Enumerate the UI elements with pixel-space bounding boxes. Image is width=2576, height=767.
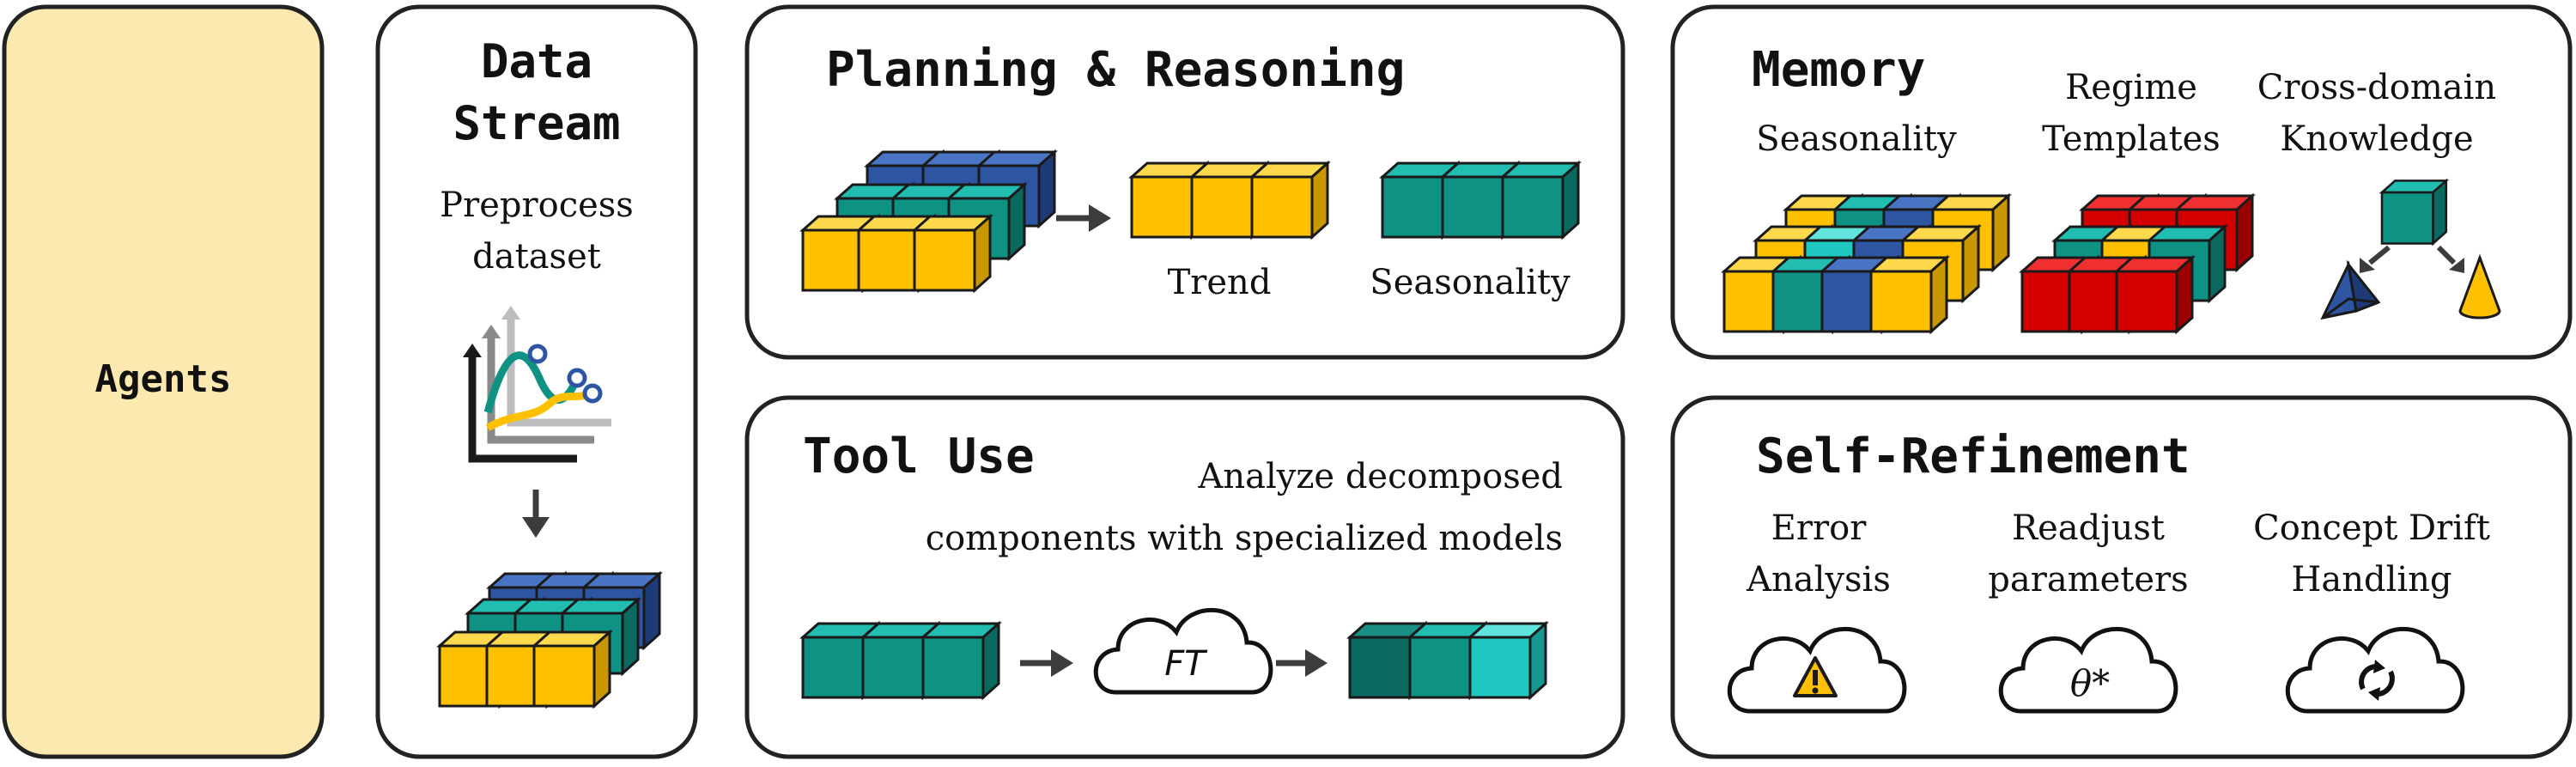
memory-title: Memory [1752,42,1925,98]
right-arrow-icon [1276,649,1327,677]
memory-item-crossdomain-line1: Cross-domain [2257,68,2496,107]
trend-label: Trend [1168,263,1272,302]
ft-label: FT [1164,644,1208,684]
warning-icon [1793,656,1838,697]
memory-item-crossdomain-line2: Knowledge [2280,119,2473,159]
planning-panel: Planning & Reasoning Trend Se [744,4,1625,360]
data-stream-title-line2: Stream [453,96,620,150]
tool-use-title: Tool Use [803,429,1035,484]
memory-item-regime-line1: Regime [2065,68,2197,107]
concept-drift-line2: Handling [2291,560,2451,600]
down-arrow-icon [522,490,550,538]
readjust-parameters-line2: parameters [1988,560,2188,600]
time-series-chart-icon [463,306,611,463]
planning-title: Planning & Reasoning [826,42,1405,98]
trend-cubes-icon [1130,161,1329,239]
seasonality-cubes-icon [1381,161,1580,239]
self-refinement-panel: Self-Refinement Error Analysis Readjust … [1670,395,2573,759]
data-stream-desc-line2: dataset [472,237,601,277]
memory-item-regime-line2: Templates [2042,119,2221,159]
right-arrow-icon [1020,649,1073,677]
error-analysis-line1: Error [1771,508,1868,548]
data-stream-title-line1: Data [481,34,592,88]
concept-drift-line1: Concept Drift [2253,508,2490,548]
tool-use-panel: Tool Use Analyze decomposed components w… [744,395,1625,759]
readjust-parameters-line1: Readjust [2012,508,2165,548]
theta-cloud-icon: θ* [2001,629,2176,711]
right-arrow-icon [1056,204,1111,232]
seasonality-label: Seasonality [1370,263,1571,302]
error-analysis-line2: Analysis [1746,560,1891,600]
output-component-cubes-icon [1348,622,1547,699]
data-stream-desc-line1: Preprocess [440,186,634,225]
theta-symbol: θ* [2070,662,2110,704]
memory-panel: Memory Seasonality Regime Templates Cros… [1670,4,2573,360]
ft-cloud-icon: FT [1096,610,1271,692]
input-component-cubes-icon [801,622,1000,699]
agents-label: Agents [95,357,232,401]
data-stream-panel: Data Stream Preprocess dataset [375,4,698,759]
warning-cloud-icon [1729,629,1905,711]
tool-use-desc-line1: Analyze decomposed [1197,457,1563,496]
memory-item-seasonality-label: Seasonality [1756,119,1957,159]
agents-panel: Agents [2,4,325,759]
refresh-cloud-icon [2287,629,2463,711]
tool-use-desc-line2: components with specialized models [926,519,1563,558]
self-refinement-title: Self-Refinement [1756,429,2190,484]
cross-domain-knowledge-icon [2320,180,2501,320]
